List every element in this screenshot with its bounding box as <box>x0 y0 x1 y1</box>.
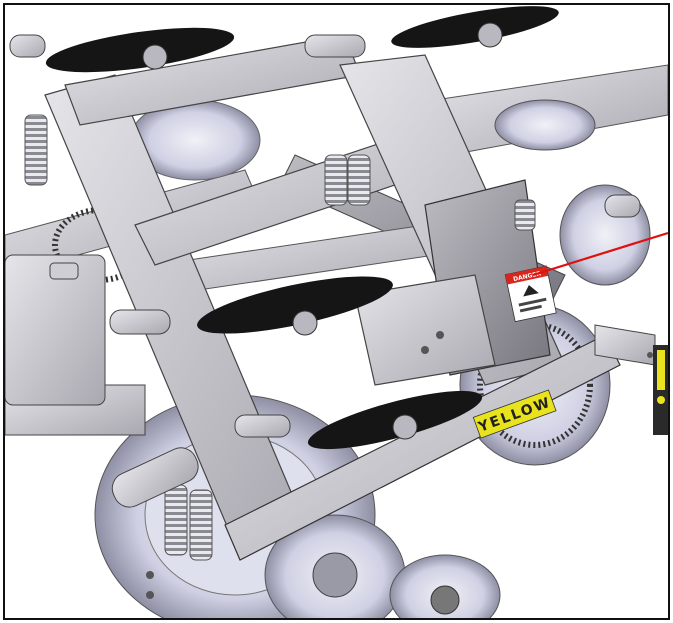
actuators <box>9 34 641 508</box>
danger-label-icon: DANGER <box>504 265 557 323</box>
disc-blade-icon <box>45 6 559 450</box>
seed-hopper <box>5 254 106 406</box>
right-edge-decal <box>653 345 668 435</box>
callout-leader-icon <box>532 231 668 277</box>
planter-row-unit-illustration: YELLOW DANGER <box>5 6 668 618</box>
figure-frame: YELLOW DANGER <box>3 3 670 620</box>
coil-spring-icon <box>24 114 536 561</box>
